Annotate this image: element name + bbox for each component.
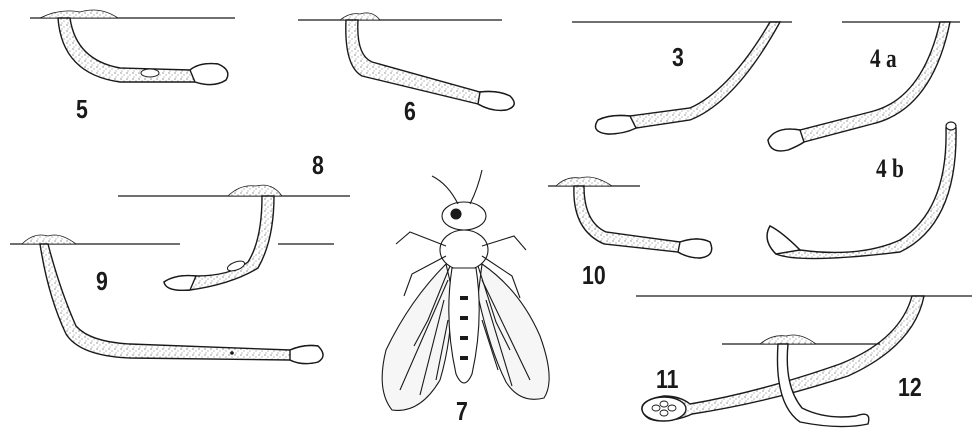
fly-abdomen [449,268,479,383]
soil-mound [228,185,282,196]
egg [660,410,668,416]
burrow-chamber [478,92,514,111]
burrow-9 [10,235,323,364]
figure-label-6: 6 [404,98,416,124]
larva [141,69,159,77]
burrow-tunnel [40,244,323,364]
burrow-tunnel [767,128,956,259]
soil-mound [556,177,612,186]
burrow-10 [548,177,712,258]
burrow-opening-plug [946,122,956,130]
burrow-3 [572,22,792,134]
burrow-chamber [190,64,228,85]
figure-label-5: 5 [76,96,88,122]
burrow-chamber [767,226,800,254]
figure-label-3: 3 [672,44,684,70]
soil-mound [22,235,76,244]
burrow-5 [30,10,235,85]
burrow-chamber [596,116,636,135]
figure-label-12: 12 [898,374,922,400]
burrow-chamber [164,276,196,291]
soil-mound [40,10,118,18]
burrow-chamber [290,346,323,364]
figure-label-7: 7 [456,398,468,424]
figure-label-10: 10 [582,262,606,288]
burrow-chamber [678,239,712,258]
fly-head [442,202,486,230]
soil-mound [760,335,816,344]
fly-illustration [382,170,549,410]
burrow-chamber [768,129,804,151]
fly-right-wing [478,264,549,399]
egg [652,405,660,411]
soil-mound [340,13,380,20]
figure-label-8: 8 [312,152,324,178]
figure-label-4b: 4 b [876,156,904,182]
figure-label-4a: 4 a [870,46,897,72]
figure-label-9: 9 [96,268,108,294]
egg [230,351,234,355]
fly-antennae [432,170,482,204]
egg [660,401,668,407]
burrow-4a [768,22,960,151]
figure-label-11: 11 [656,366,679,392]
fly-thorax [440,230,488,270]
burrow-tunnel [777,344,868,427]
burrow-8 [118,185,350,290]
burrow-11 [636,296,972,421]
egg [668,405,676,411]
fly-eye [451,209,461,219]
